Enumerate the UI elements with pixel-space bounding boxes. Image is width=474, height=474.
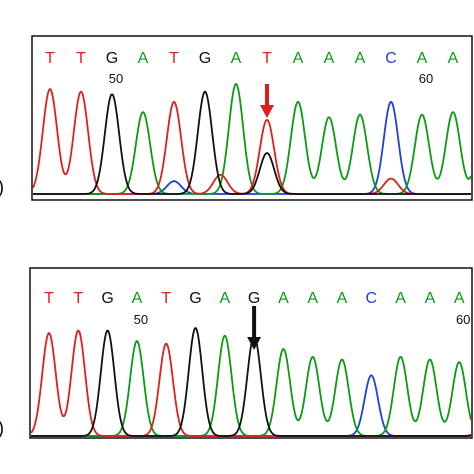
- base-call-letter: G: [106, 50, 118, 67]
- base-call-letter: G: [199, 50, 211, 67]
- chromatogram-frame: [29, 267, 473, 439]
- panel-label: ): [0, 418, 4, 438]
- base-call-letter: A: [425, 290, 436, 307]
- base-call-letter: A: [417, 50, 428, 67]
- base-call-letter: A: [307, 290, 318, 307]
- base-call-letter: A: [138, 50, 149, 67]
- base-call-letter: A: [278, 290, 289, 307]
- base-call-letter: T: [161, 290, 171, 307]
- trace-g: [33, 90, 471, 195]
- position-label: 50: [134, 312, 148, 327]
- base-call-letter: A: [454, 290, 465, 307]
- base-call-letter: G: [189, 290, 201, 307]
- panel-label: ): [0, 177, 4, 197]
- base-call-letter: A: [219, 290, 230, 307]
- base-call-letter: A: [395, 290, 406, 307]
- base-call-letter: C: [366, 290, 378, 307]
- trace-t: [33, 88, 471, 195]
- chromatogram-panel-top: TTGATGATAAACAAA5060): [0, 35, 473, 201]
- base-call-letter: A: [231, 50, 242, 67]
- trace-g: [31, 327, 471, 437]
- variant-arrow-icon: [247, 306, 262, 350]
- base-call-letter: A: [355, 50, 366, 67]
- base-call-letter: G: [101, 290, 113, 307]
- base-call-letter: T: [45, 50, 55, 67]
- base-call-letter: A: [132, 290, 143, 307]
- base-call-letter: T: [262, 50, 272, 67]
- variant-arrow-icon: [260, 84, 274, 118]
- base-call-letter: T: [44, 290, 54, 307]
- position-label: 50: [109, 71, 123, 86]
- base-call-letter: T: [73, 290, 83, 307]
- base-call-letter: A: [293, 50, 304, 67]
- chromatogram-frame: [31, 35, 473, 201]
- base-call-letter: A: [324, 50, 335, 67]
- position-label: 60: [456, 312, 470, 327]
- base-call-letter: C: [385, 50, 397, 67]
- base-call-letter: A: [337, 290, 348, 307]
- base-call-letter: G: [248, 290, 260, 307]
- base-call-letter: A: [448, 50, 459, 67]
- position-label: 60: [419, 71, 433, 86]
- base-call-letter: T: [76, 50, 86, 67]
- base-call-letter: T: [169, 50, 179, 67]
